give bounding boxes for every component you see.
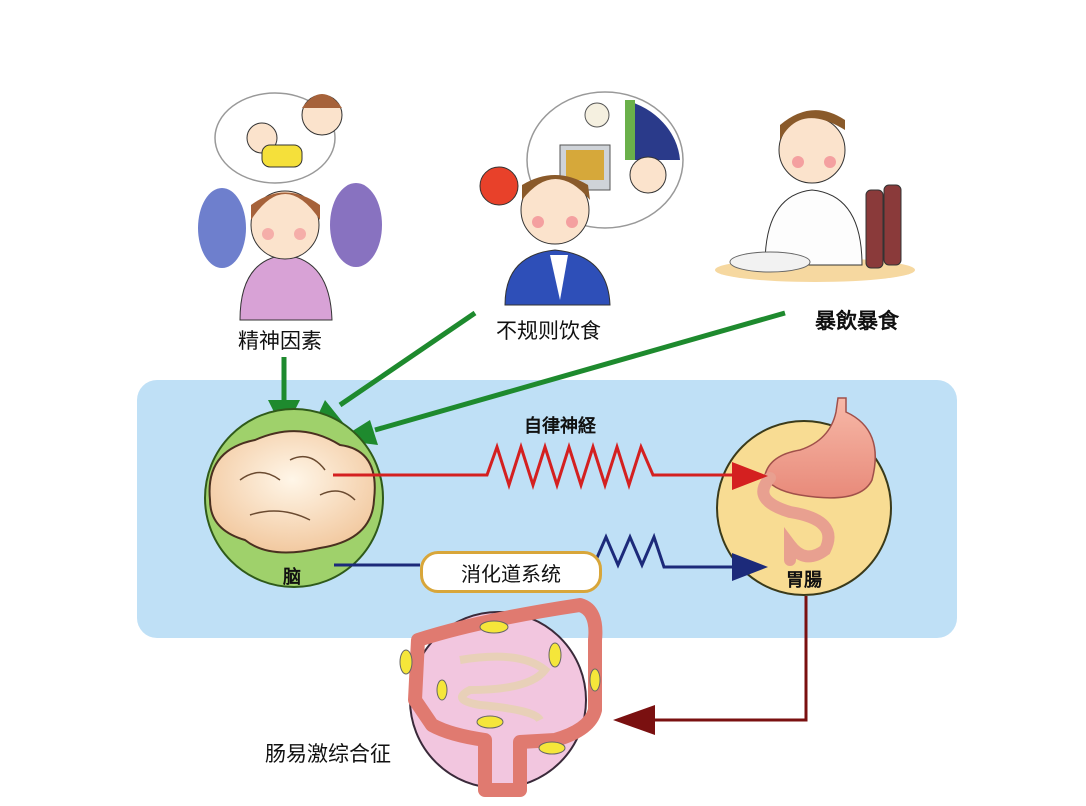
gut-label: 胃腸 xyxy=(786,570,822,591)
digestive-system-label: 消化道系统 xyxy=(420,551,602,593)
irregular-diet-illustration xyxy=(479,91,684,306)
digestive-system-connection xyxy=(334,532,768,581)
gut-node xyxy=(716,397,892,596)
cause-label-irregular-diet: 不规则饮食 xyxy=(496,319,601,343)
gut-to-ibs-connection xyxy=(613,596,808,735)
autonomic-nerve-connection xyxy=(333,442,768,490)
psychological-illustration xyxy=(198,92,382,321)
cause-label-psychological: 精神因素 xyxy=(238,329,322,353)
ibs-label: 肠易激综合征 xyxy=(265,742,391,766)
ibs-node xyxy=(399,598,603,797)
brain-node xyxy=(204,408,384,588)
cause-label-overeating: 暴飲暴食 xyxy=(815,309,899,333)
autonomic-nerve-label: 自律神経 xyxy=(524,416,596,437)
brain-label: 脑 xyxy=(283,567,301,588)
digestive-system-text: 消化道系统 xyxy=(461,561,561,586)
overeating-illustration xyxy=(715,110,915,282)
